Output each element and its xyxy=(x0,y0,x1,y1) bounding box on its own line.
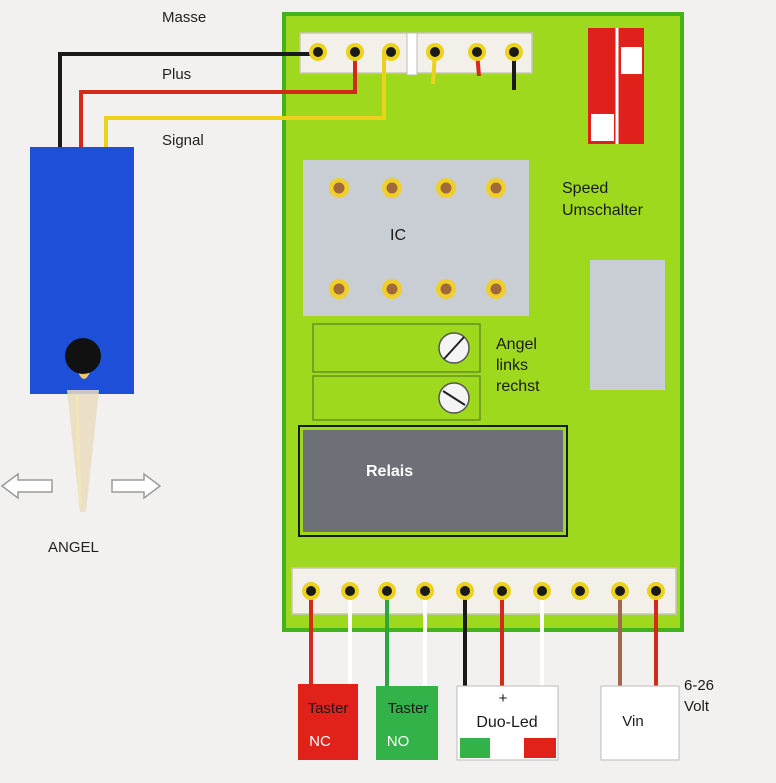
speed-switch-label-1: Speed xyxy=(562,180,608,197)
taster-nc-box xyxy=(298,684,358,760)
terminal-divider xyxy=(406,32,418,76)
grey-component xyxy=(590,260,665,390)
vin-box xyxy=(600,685,680,761)
duo-led-plus: + xyxy=(499,690,508,707)
trimmer-icon xyxy=(438,332,470,364)
sensor-eye xyxy=(65,338,101,374)
duo-led-red xyxy=(524,738,556,758)
trimmer-label-3: rechst xyxy=(496,378,540,395)
light-beam xyxy=(67,390,99,512)
label-plus: Plus xyxy=(162,66,191,83)
taster-no-label-1: Taster xyxy=(388,700,429,717)
taster-no-label-2: NO xyxy=(387,733,410,750)
label-ground: Masse xyxy=(162,9,206,26)
relay-label: Relais xyxy=(366,463,413,480)
trimmer-label-2: links xyxy=(496,357,528,374)
light-beam-core xyxy=(75,394,82,506)
relay xyxy=(303,430,563,532)
trimmer-frame-1 xyxy=(312,323,481,373)
taster-nc-label-1: Taster xyxy=(308,700,349,717)
duo-led-green xyxy=(460,738,490,758)
arrow-left-icon xyxy=(0,472,53,500)
wire-plus xyxy=(79,52,357,148)
speed-switch-label-2: Umschalter xyxy=(562,202,644,219)
ic-label: IC xyxy=(390,227,406,244)
ic-pins xyxy=(329,178,506,299)
sensor-label: ANGEL xyxy=(48,539,99,556)
vin-label: Vin xyxy=(622,713,643,730)
taster-nc-label-2: NC xyxy=(309,733,331,750)
trimmer-icon xyxy=(438,382,470,414)
trimmer-label-1: Angel xyxy=(496,336,537,353)
arrow-right-icon xyxy=(111,472,162,500)
top-terminal-pins xyxy=(309,43,523,61)
speed-switch-toggle-1 xyxy=(591,114,614,141)
voltage-label-1: 6-26 xyxy=(684,677,714,694)
trimmer-frame-2 xyxy=(312,375,481,421)
speed-switch-toggle-2 xyxy=(621,47,642,74)
taster-no-box xyxy=(376,686,438,760)
wire-signal xyxy=(104,52,386,148)
voltage-label-2: Volt xyxy=(684,698,710,715)
label-signal: Signal xyxy=(162,132,204,149)
bottom-terminal-pins xyxy=(302,582,665,600)
duo-led-label: Duo-Led xyxy=(476,714,537,731)
